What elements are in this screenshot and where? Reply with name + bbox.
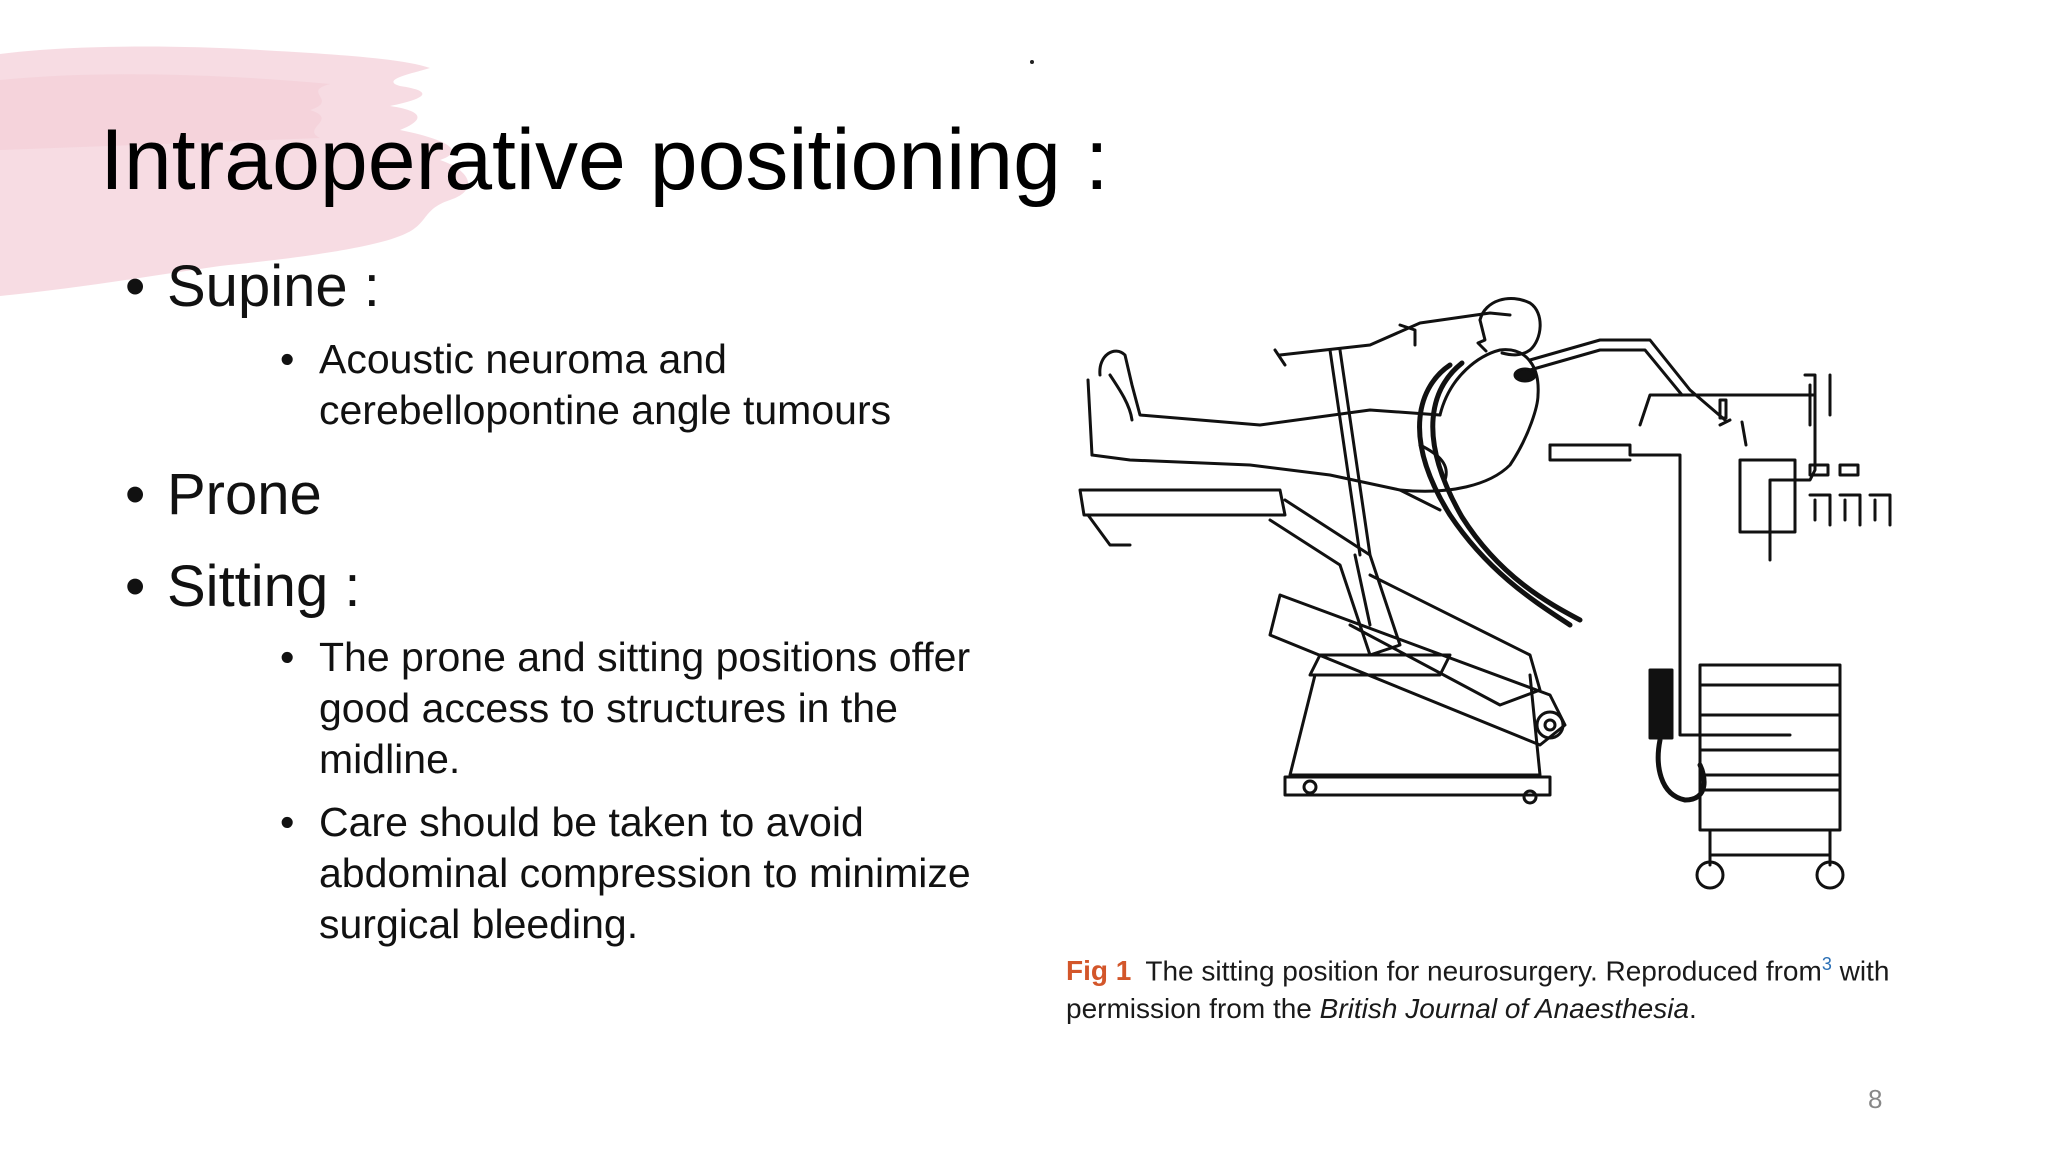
caption-reference: 3 <box>1821 954 1832 974</box>
sub-bullet-sitting-2: • Care should be taken to avoid abdomina… <box>280 797 1039 950</box>
caption-text-2: with permission from the <box>1066 955 1890 1025</box>
sub-bullet-sitting-1: • The prone and sitting positions offer … <box>280 632 1039 785</box>
sub-bullet-supine-text: Acoustic neuroma and cerebellopontine an… <box>319 336 892 433</box>
bullet-glyph: • <box>125 554 146 619</box>
bullet-supine: • Supine : <box>125 254 380 320</box>
sitting-position-illustration <box>1078 297 1892 890</box>
sub-bullet-glyph: • <box>280 799 295 845</box>
page-number: 8 <box>1868 1084 1883 1114</box>
sub-bullet-supine-1: • Acoustic neuroma and cerebellopontine … <box>280 334 959 436</box>
bullet-prone-label: Prone <box>167 462 322 527</box>
figure-caption: Fig 1 The sitting position for neurosurge… <box>1066 945 2026 1028</box>
sub-bullet-glyph: • <box>280 634 295 680</box>
bullet-prone: • Prone <box>125 462 322 528</box>
sub-bullet-sitting-text-1: The prone and sitting positions offer go… <box>319 634 971 782</box>
slide-title: Intraoperative positioning : <box>100 112 1109 208</box>
caption-journal: British Journal of Anaesthesia <box>1319 993 1690 1025</box>
pink-brush-accent <box>0 46 469 296</box>
sub-bullet-sitting-text-2: Care should be taken to avoid abdominal … <box>319 799 971 947</box>
stray-dot <box>1030 60 1034 64</box>
bullet-sitting: • Sitting : <box>125 554 360 620</box>
caption-text-1: The sitting position for neurosurgery. R… <box>1145 955 1822 987</box>
caption-end: . <box>1689 993 1697 1025</box>
bullet-supine-label: Supine : <box>167 254 380 319</box>
figure-label: Fig 1 <box>1066 955 1132 987</box>
bullet-glyph: • <box>125 462 146 527</box>
sub-bullet-glyph: • <box>280 336 295 382</box>
bullet-glyph: • <box>125 254 146 319</box>
bullet-sitting-label: Sitting : <box>167 554 361 619</box>
